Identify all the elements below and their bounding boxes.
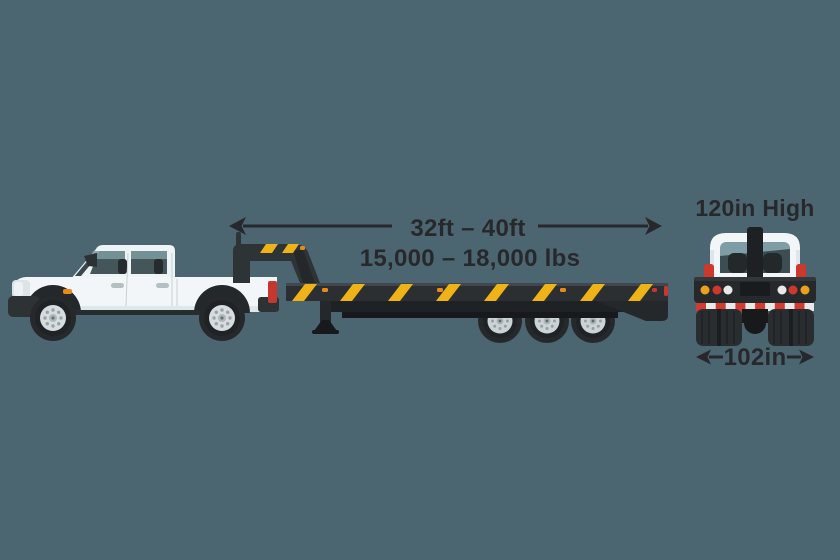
trailer-deck xyxy=(286,283,668,301)
arrow-left-icon xyxy=(696,349,711,365)
height-label: 120in High xyxy=(695,195,814,221)
gooseneck-flatbed-trailer-side-view xyxy=(233,232,668,343)
truck-rear-wheel xyxy=(199,295,245,341)
door-handle xyxy=(111,283,124,288)
hazard-stripes xyxy=(260,244,653,301)
trailer-tail-light xyxy=(664,286,668,296)
arrow-right-icon xyxy=(645,217,662,235)
door-handle xyxy=(156,283,169,288)
arrow-left-icon xyxy=(229,217,246,235)
truck-front-wheel xyxy=(30,295,76,341)
headrest xyxy=(763,253,782,273)
trailer-marker-lights xyxy=(300,246,668,296)
axle-differential xyxy=(744,312,766,334)
side-windows xyxy=(90,251,167,274)
bumper-lights xyxy=(700,285,810,295)
headrest xyxy=(118,259,127,274)
width-label: 102in xyxy=(724,344,787,371)
width-dimension-arrow xyxy=(696,349,814,365)
jack-stand xyxy=(312,301,339,334)
rear-dual-wheels xyxy=(696,309,814,346)
length-dimension-arrow xyxy=(229,217,662,235)
cab-marker-light xyxy=(704,264,714,281)
cab-marker-light xyxy=(796,264,806,281)
trailer-length-label: 32ft – 40ft xyxy=(410,215,525,242)
conspicuity-bar xyxy=(696,303,814,311)
arrow-right-icon xyxy=(799,349,814,365)
front-marker-light xyxy=(63,289,72,294)
license-plate xyxy=(740,282,770,296)
running-board xyxy=(70,310,200,315)
pickup-truck-rear-view xyxy=(694,227,816,346)
trailer-rear-skirt xyxy=(596,301,668,321)
headrest xyxy=(154,259,163,274)
trailer-weight-label: 15,000 – 18,000 lbs xyxy=(360,245,581,272)
gooseneck-post xyxy=(747,227,763,284)
side-mirror xyxy=(84,253,97,267)
tail-light xyxy=(268,281,277,303)
trailer-frame xyxy=(328,301,624,312)
headrest xyxy=(728,253,747,273)
crew-cab-pickup-side-view xyxy=(8,245,279,341)
